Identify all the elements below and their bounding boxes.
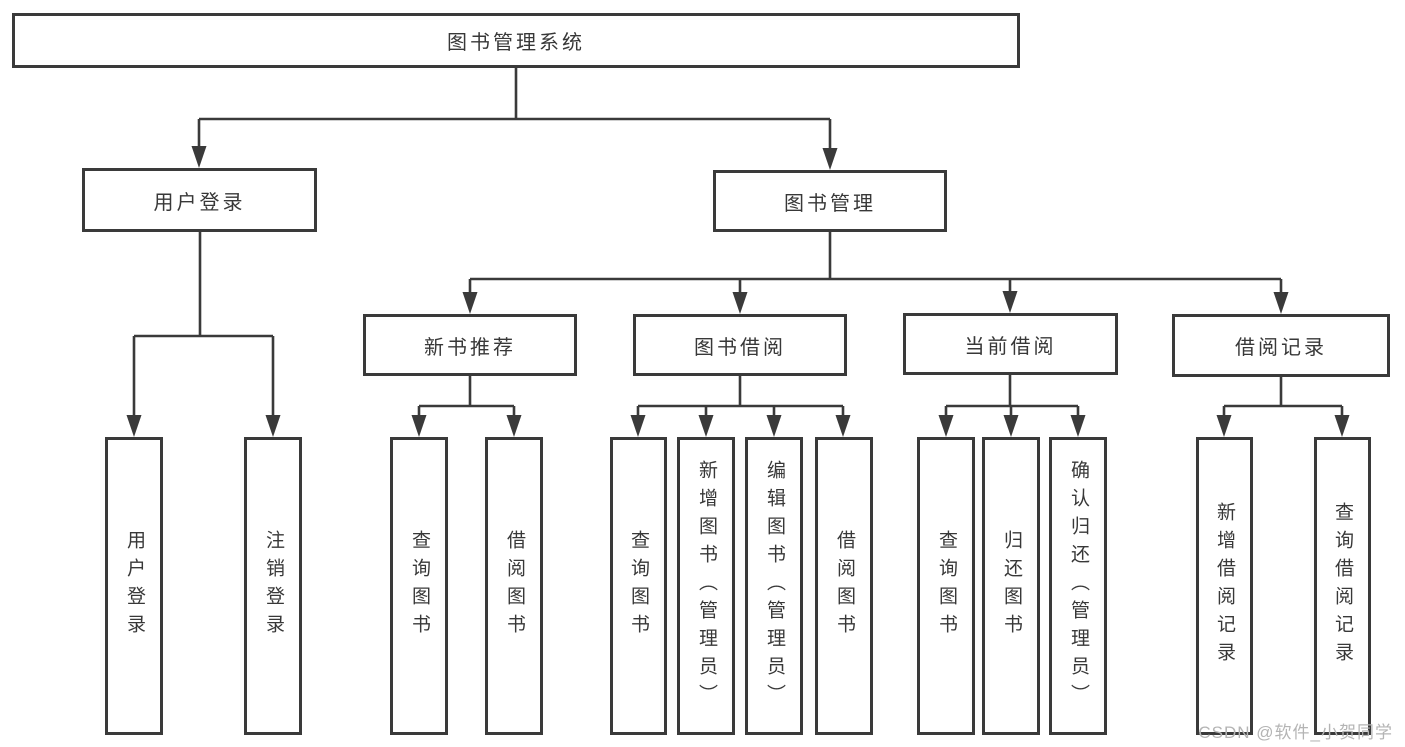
node-box-leaf-edit-book-admin: 编辑图书（管理员） [745, 437, 803, 735]
arrowhead-icon [506, 415, 522, 437]
node-box-leaf-query-book-2: 查询图书 [610, 437, 667, 735]
node-box-leaf-borrow-book-2: 借阅图书 [815, 437, 873, 735]
arrowhead-icon [265, 415, 281, 437]
node-box-leaf-return-book: 归还图书 [982, 437, 1040, 735]
arrowhead-icon [1216, 415, 1232, 437]
node-box-leaf-query-borrow-record: 查询借阅记录 [1314, 437, 1371, 735]
node-box-leaf-query-book-1: 查询图书 [390, 437, 448, 735]
arrowhead-icon [630, 415, 646, 437]
node-box-user-login-group: 用户登录 [82, 168, 317, 232]
arrowhead-icon [732, 292, 748, 314]
arrowhead-icon [835, 415, 851, 437]
node-box-root: 图书管理系统 [12, 13, 1020, 68]
connector-path [944, 375, 1080, 419]
arrowhead-icon [1002, 291, 1018, 313]
node-box-book-borrowing: 图书借阅 [633, 314, 847, 376]
arrowhead-icon [1334, 415, 1350, 437]
node-box-leaf-logout: 注销登录 [244, 437, 302, 735]
arrowhead-icon [1003, 415, 1019, 437]
connector-path [1222, 377, 1344, 419]
node-box-leaf-confirm-return: 确认归还（管理员） [1049, 437, 1107, 735]
arrowhead-icon [1273, 292, 1289, 314]
watermark-text: CSDN @软件_小贺同学 [1198, 723, 1393, 742]
connector-path [417, 376, 516, 419]
arrowhead-icon [1070, 415, 1086, 437]
node-box-current-borrowing: 当前借阅 [903, 313, 1118, 375]
arrowhead-icon [191, 146, 207, 168]
arrowhead-icon [126, 415, 142, 437]
node-box-leaf-query-book-3: 查询图书 [917, 437, 975, 735]
arrowhead-icon [766, 415, 782, 437]
node-box-leaf-borrow-book-1: 借阅图书 [485, 437, 543, 735]
connector-path [636, 376, 845, 419]
arrowhead-icon [822, 148, 838, 170]
arrowhead-icon [698, 415, 714, 437]
node-box-leaf-user-login: 用户登录 [105, 437, 163, 735]
connector-path [197, 68, 832, 152]
arrowhead-icon [938, 415, 954, 437]
arrowhead-icon [462, 292, 478, 314]
node-box-book-management: 图书管理 [713, 170, 947, 232]
node-box-leaf-add-book-admin: 新增图书（管理员） [677, 437, 735, 735]
node-box-leaf-add-borrow-record: 新增借阅记录 [1196, 437, 1253, 735]
connector-path [468, 232, 1283, 296]
connector-path [132, 232, 275, 419]
arrowhead-icon [411, 415, 427, 437]
node-box-new-book-recommend: 新书推荐 [363, 314, 577, 376]
node-box-borrowing-records: 借阅记录 [1172, 314, 1390, 377]
